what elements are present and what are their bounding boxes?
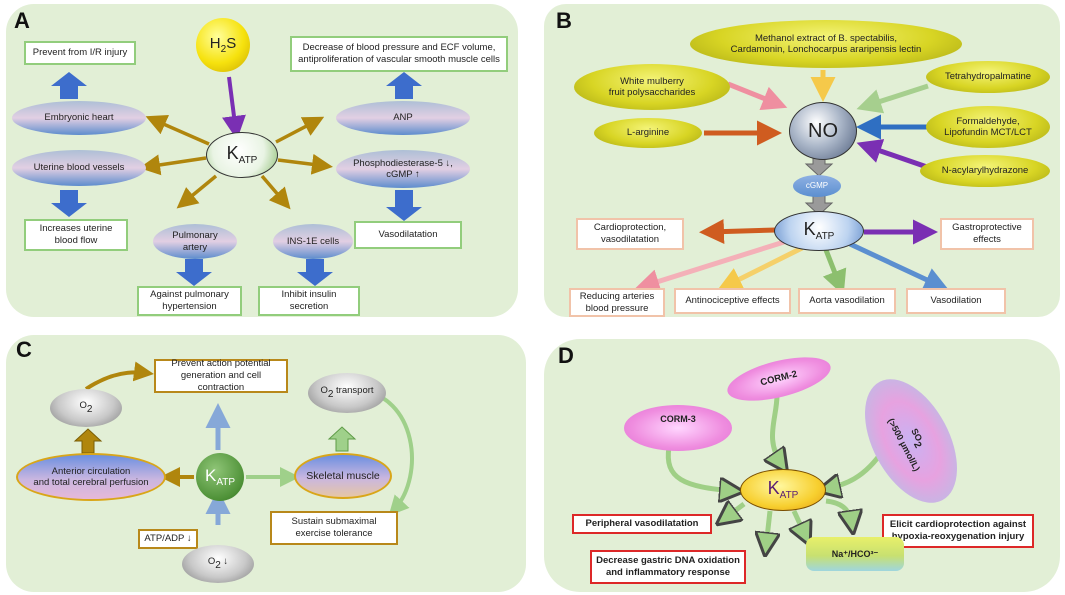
pulmonary-artery-node: Pulmonary artery	[153, 224, 237, 259]
katp-channel-node: KATP	[196, 453, 244, 501]
atp-adp-label: ATP/ADP ↓	[138, 529, 198, 549]
uterine-vessels-node: Uterine blood vessels	[12, 150, 146, 186]
skeletal-muscle-node: Skeletal muscle	[294, 453, 392, 499]
h2s-label: H2S	[209, 34, 237, 55]
panel-a: A H2S KATP Prevent from I/R injury Embry…	[6, 4, 518, 317]
panel-b-arrows	[634, 70, 950, 296]
h2s-to-katp-arrow	[222, 76, 246, 140]
peripheral-vasodilatation-outcome: Peripheral vasodilatation	[572, 514, 712, 534]
formaldehyde-lipofundin-input: Formaldehyde,Lipofundin MCT/LCT	[926, 106, 1050, 148]
katp-channel-node: KATP	[740, 469, 826, 511]
panel-c-label: C	[16, 337, 32, 362]
blood-pressure-outcome: Decrease of blood pressure and ECF volum…	[290, 36, 508, 72]
cardioprotection-outcome: Cardioprotection,vasodilatation	[576, 218, 684, 250]
methanol-extract-input: Methanol extract of B. spectabilis,Carda…	[690, 20, 962, 68]
antinociceptive-outcome: Antinociceptive effects	[674, 288, 791, 314]
panel-a-label: A	[14, 8, 30, 33]
panel-a-arrows	[51, 72, 422, 286]
panel-d-arrows	[665, 394, 887, 592]
anp-node: ANP	[336, 101, 470, 135]
katp-channel-node: KATP	[206, 132, 278, 178]
panel-d-label: D	[558, 343, 574, 368]
o2-bottom-node: O2 ↓	[182, 545, 254, 583]
pde5-cgmp-node: Phosphodiesterase-5 ↓,cGMP ↑	[336, 150, 470, 188]
no-sphere: NO	[789, 102, 857, 160]
embryonic-heart-node: Embryonic heart	[12, 101, 146, 135]
h2s-sphere: H2S	[196, 18, 250, 72]
ir-injury-outcome: Prevent from I/R injury	[24, 41, 136, 65]
panel-b: B Methanol extract of B. spectabilis,Car…	[544, 4, 1060, 317]
vasodilation-outcome: Vasodilation	[906, 288, 1006, 314]
l-arginine-input: L-arginine	[594, 118, 702, 148]
tetrahydropalmatine-input: Tetrahydropalmatine	[926, 61, 1050, 93]
panel-b-label: B	[556, 8, 572, 33]
cgmp-node: cGMP	[793, 175, 841, 197]
katp-channel-node: KATP	[774, 211, 864, 251]
n-acylarylhydrazone-input: N-acylarylhydrazone	[920, 155, 1050, 187]
o2-transport-node: O2 transport	[308, 373, 386, 413]
aorta-vasodilation-outcome: Aorta vasodilation	[798, 288, 896, 314]
ion-exchange-node: Na⁺/HCO³⁻	[806, 537, 904, 571]
o2-top-node: O2	[50, 389, 122, 427]
ins1e-cells-node: INS-1E cells	[273, 224, 353, 259]
vasodilatation-outcome: Vasodilatation	[354, 221, 462, 249]
panel-d: D CORM-2 CORM-3 SO2 (>500 μmol/L) KATP P…	[544, 339, 1060, 592]
corm-3-node: CORM-3	[624, 405, 732, 451]
